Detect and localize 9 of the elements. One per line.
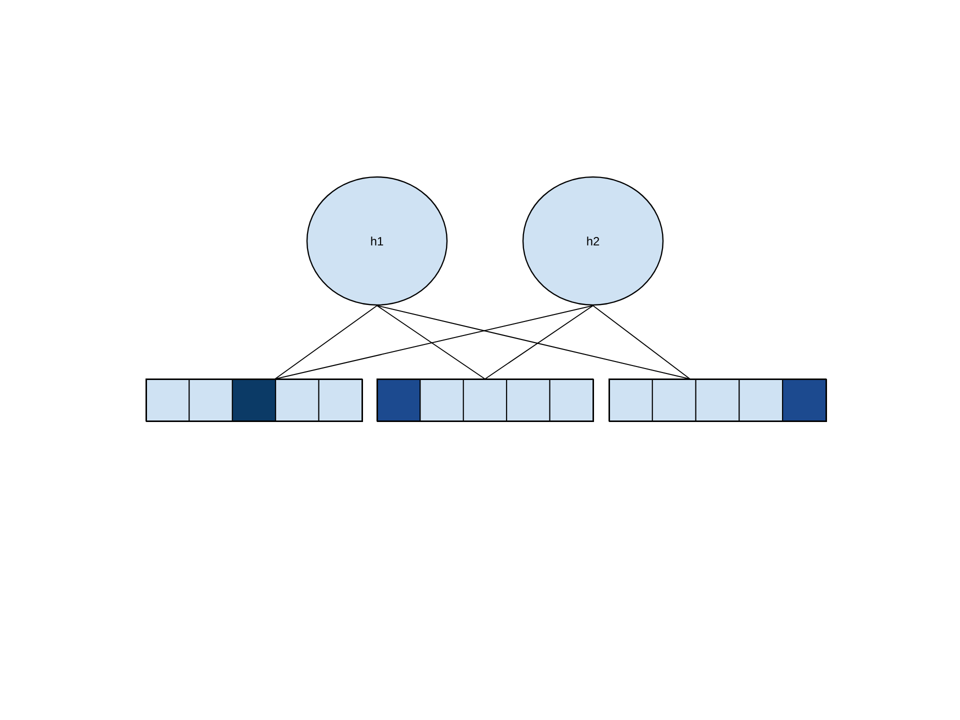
connector-line (376, 305, 486, 380)
cell-row-drawing (146, 378, 363, 422)
connector-line (376, 305, 690, 380)
connector-line (274, 305, 378, 380)
cell-row-drawing (608, 378, 827, 422)
cell-row-drawing (376, 378, 594, 422)
connector-line (274, 305, 594, 380)
connector-line (484, 305, 594, 380)
connector-line (592, 305, 690, 380)
